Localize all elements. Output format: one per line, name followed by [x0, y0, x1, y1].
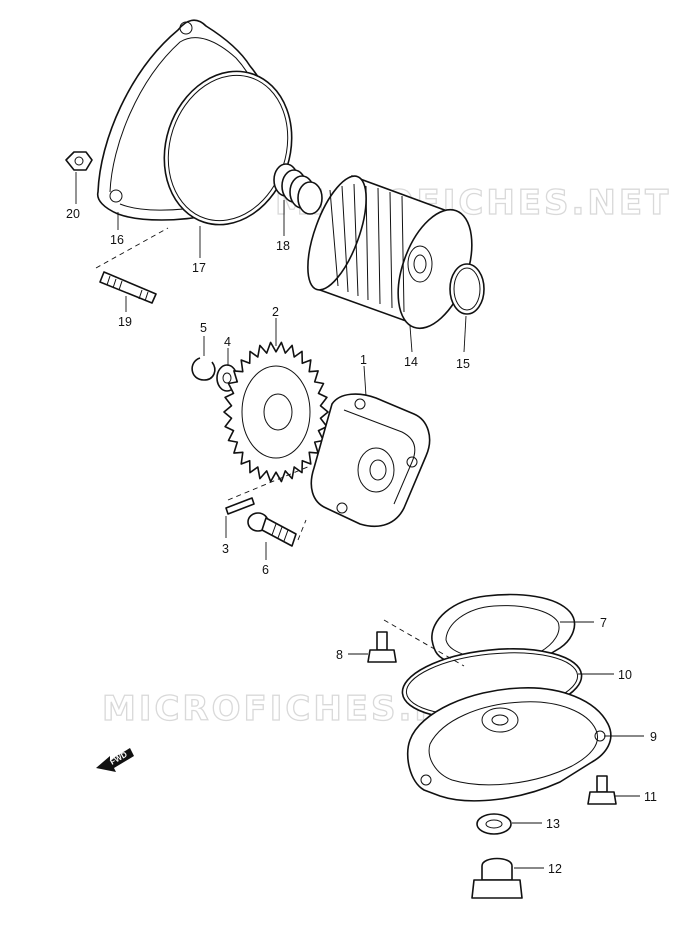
fwd-arrow-icon: FWD: [96, 748, 134, 772]
guide-line-middle-2: [297, 519, 307, 541]
oil-pump-1[interactable]: [310, 393, 431, 528]
callout-7: 7: [600, 616, 607, 630]
callout-12: 12: [548, 862, 562, 876]
oil-pump-cover-9[interactable]: [406, 687, 612, 802]
callout-14: 14: [404, 355, 418, 369]
callout-5: 5: [200, 321, 207, 335]
nut-20[interactable]: [65, 151, 93, 171]
callout-6: 6: [262, 563, 269, 577]
callout-16: 16: [110, 233, 124, 247]
callout-8: 8: [336, 648, 343, 662]
callout-20: 20: [66, 207, 80, 221]
washer-13[interactable]: [476, 813, 512, 835]
callout-9: 9: [650, 730, 657, 744]
callout-15: 15: [456, 357, 470, 371]
callout-1: 1: [360, 353, 367, 367]
circlip-5[interactable]: [191, 357, 216, 381]
callout-18: 18: [276, 239, 290, 253]
callout-19: 19: [118, 315, 132, 329]
bolt-8[interactable]: [367, 631, 397, 663]
guide-line-middle-1: [227, 465, 311, 501]
callout-17: 17: [192, 261, 206, 275]
callout-13: 13: [546, 817, 560, 831]
o-ring-15[interactable]: [449, 263, 485, 315]
bolt-6[interactable]: [247, 512, 297, 547]
stud-19[interactable]: [99, 271, 157, 304]
bolt-11[interactable]: [587, 775, 617, 805]
guide-line-lower: [383, 619, 465, 667]
callout-11: 11: [644, 790, 657, 804]
guide-line-upper: [95, 227, 169, 269]
o-ring-15-inner: [453, 267, 481, 311]
callout-3: 3: [222, 542, 229, 556]
callout-2: 2: [272, 305, 279, 319]
oil-pump-gear-2[interactable]: [223, 341, 329, 483]
spring-18[interactable]: [273, 163, 323, 215]
callout-4: 4: [224, 335, 231, 349]
pin-3[interactable]: [225, 497, 255, 515]
callout-10: 10: [618, 668, 632, 682]
leader-lines: [75, 172, 644, 869]
drain-plug-12[interactable]: [471, 857, 523, 899]
